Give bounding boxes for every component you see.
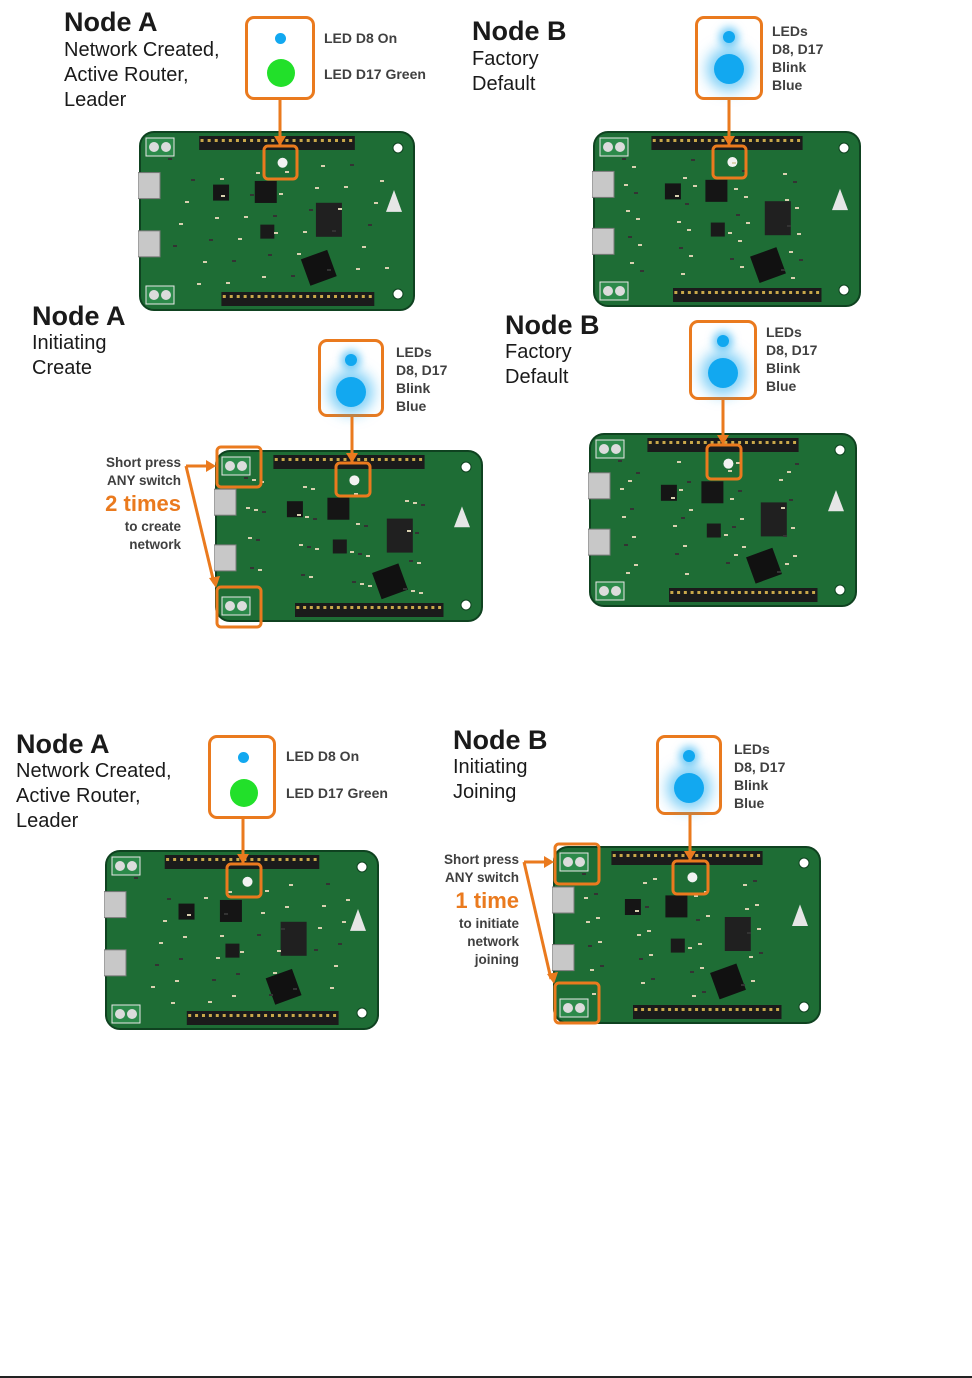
node-title: Node B bbox=[472, 16, 567, 46]
frdm-board-image bbox=[214, 449, 484, 623]
led-indicator-box bbox=[695, 16, 763, 100]
led-indicator-box bbox=[318, 339, 384, 417]
led-d17-dot bbox=[336, 377, 366, 407]
led-d17-label: LED D17 Green bbox=[324, 65, 426, 83]
led-blink-label: LEDs D8, D17 Blink Blue bbox=[766, 323, 817, 395]
node-subtitle: Factory Default bbox=[472, 47, 539, 97]
press-purpose: to initiate network joining bbox=[417, 915, 519, 969]
led-indicator-box bbox=[245, 16, 315, 100]
led-d8-dot bbox=[345, 354, 357, 366]
led-d17-dot bbox=[674, 773, 704, 803]
led-d17-dot bbox=[714, 54, 744, 84]
node-title: Node A bbox=[32, 301, 126, 331]
press-arrow-line bbox=[524, 862, 551, 979]
led-blink-label: LEDs D8, D17 Blink Blue bbox=[734, 740, 785, 812]
led-d8-dot bbox=[723, 31, 735, 43]
node-title: Node B bbox=[505, 310, 600, 340]
led-d8-dot bbox=[238, 752, 249, 763]
led-d8-dot bbox=[275, 33, 286, 44]
node-title: Node B bbox=[453, 725, 548, 755]
press-instruction: Short press ANY switch bbox=[417, 851, 519, 887]
led-d17-dot bbox=[230, 779, 258, 807]
led-d8-label: LED D8 On bbox=[286, 747, 359, 765]
node-subtitle: Initiating Create bbox=[32, 331, 107, 381]
led-indicator-box bbox=[208, 735, 276, 819]
led-d8-dot bbox=[683, 750, 695, 762]
press-arrow-line bbox=[186, 466, 214, 583]
node-title: Node A bbox=[64, 7, 158, 37]
press-count: 1 time bbox=[417, 888, 519, 914]
press-purpose: to create network bbox=[80, 518, 181, 554]
node-subtitle: Factory Default bbox=[505, 340, 572, 390]
led-d17-dot bbox=[267, 59, 295, 87]
node-subtitle: Network Created, Active Router, Leader bbox=[16, 759, 172, 834]
led-blink-label: LEDs D8, D17 Blink Blue bbox=[396, 343, 447, 415]
led-indicator-box bbox=[689, 320, 757, 400]
led-d17-label: LED D17 Green bbox=[286, 784, 388, 802]
led-indicator-box bbox=[656, 735, 722, 815]
frdm-board-image bbox=[138, 130, 416, 312]
led-d17-dot bbox=[708, 358, 738, 388]
node-subtitle: Initiating Joining bbox=[453, 755, 528, 805]
frdm-board-image bbox=[588, 432, 858, 608]
press-instruction: Short press ANY switch bbox=[80, 454, 181, 490]
led-d8-dot bbox=[717, 335, 729, 347]
frdm-board-image bbox=[592, 130, 862, 308]
led-d8-label: LED D8 On bbox=[324, 29, 397, 47]
node-subtitle: Network Created, Active Router, Leader bbox=[64, 38, 220, 113]
led-blink-label: LEDs D8, D17 Blink Blue bbox=[772, 22, 823, 94]
node-title: Node A bbox=[16, 729, 110, 759]
frdm-board-image bbox=[104, 849, 380, 1031]
frdm-board-image bbox=[552, 845, 822, 1025]
press-count: 2 times bbox=[80, 491, 181, 517]
